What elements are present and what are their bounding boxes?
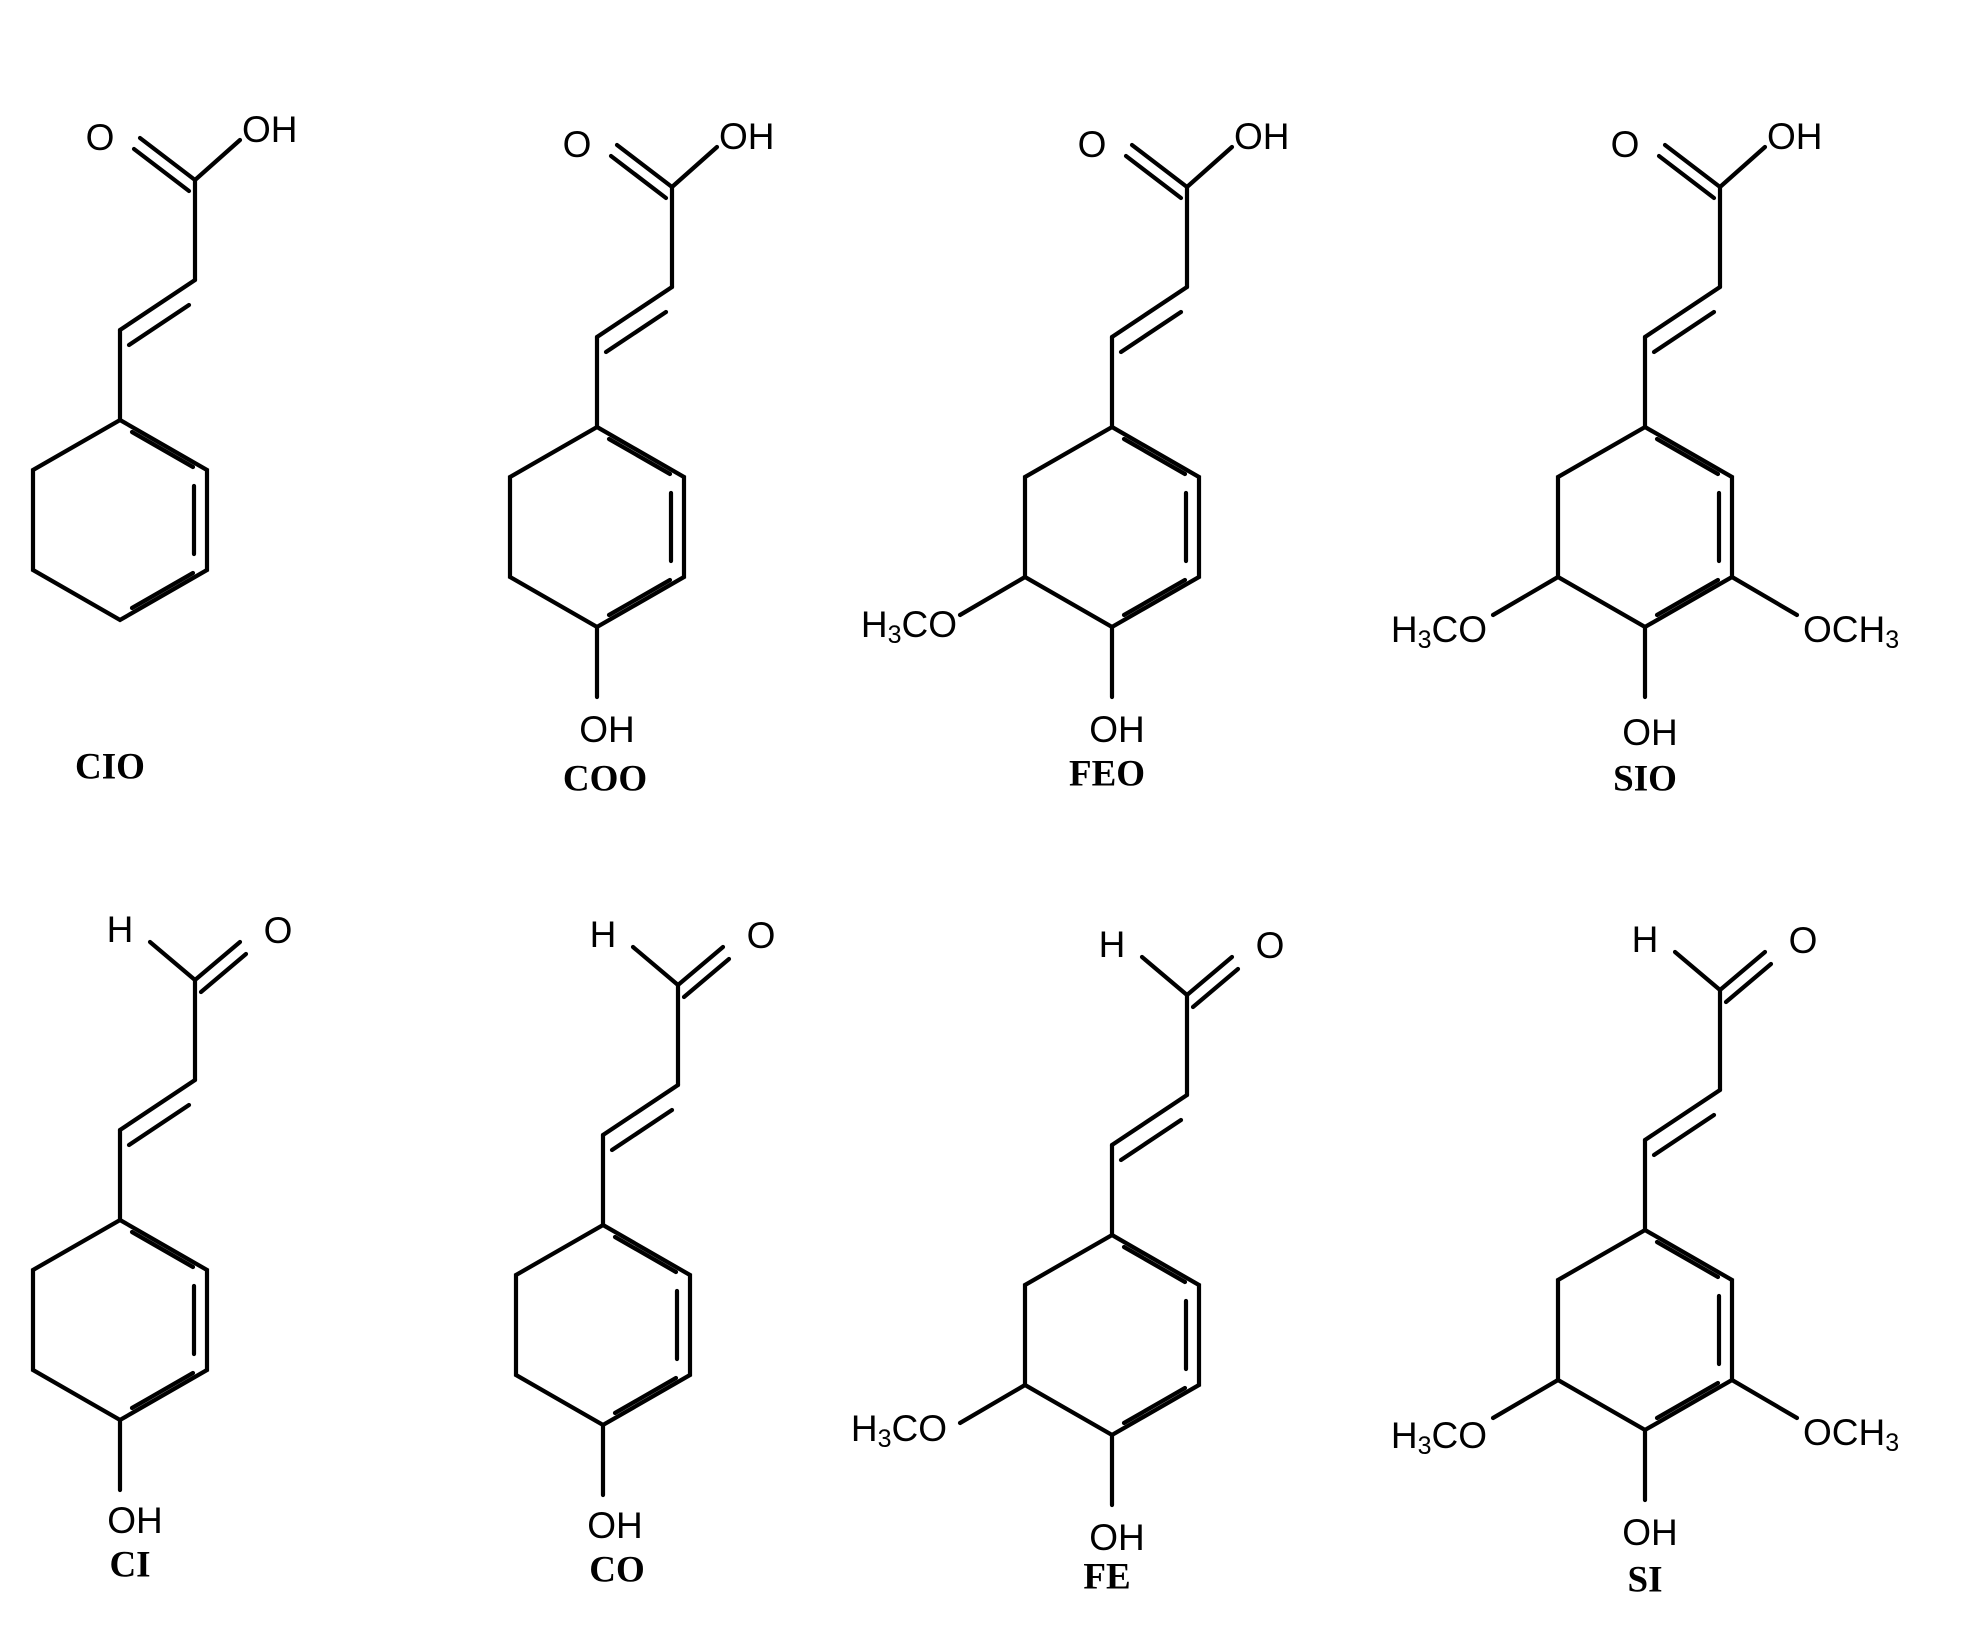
compound-name-fe: FE <box>1083 1556 1130 1597</box>
phenol-hydroxyl-label: OH <box>1622 712 1678 753</box>
methoxy-bond-left <box>960 577 1025 615</box>
methoxy-bond-left <box>1493 1380 1558 1418</box>
propenyl-chain <box>603 985 678 1225</box>
benzene-ring <box>33 420 207 620</box>
aldehyde-hydrogen-label: H <box>590 914 617 955</box>
carboxyl-group <box>1126 145 1232 198</box>
compound-si: H O OH H3CO OCH3 SI <box>1391 919 1899 1601</box>
aldehyde-hydrogen-label: H <box>107 909 134 950</box>
methoxy-label-right: OCH3 <box>1803 609 1899 654</box>
benzene-ring <box>33 1220 207 1420</box>
aldehyde-oxygen-label: O <box>264 910 293 951</box>
carbonyl-oxygen-label: O <box>1078 124 1107 165</box>
benzene-ring <box>1025 1235 1199 1435</box>
propenyl-chain <box>1645 990 1720 1230</box>
benzene-ring <box>510 427 684 627</box>
carboxyl-group <box>134 138 240 191</box>
aldehyde-oxygen-label: O <box>1789 920 1818 961</box>
compound-name-sio: SIO <box>1613 758 1677 799</box>
compound-name-ci: CI <box>109 1544 150 1585</box>
acid-hydroxyl-label: OH <box>1234 116 1290 157</box>
compound-co: H O OH CO <box>516 914 776 1590</box>
acid-hydroxyl-label: OH <box>1767 116 1823 157</box>
propenyl-chain <box>120 180 195 420</box>
methoxy-bond-left <box>960 1385 1025 1423</box>
compound-ci: H O OH CI <box>33 909 293 1585</box>
methoxy-label-right: OCH3 <box>1803 1412 1899 1457</box>
propenyl-chain <box>1645 187 1720 427</box>
methoxy-bond-right <box>1732 1380 1797 1418</box>
phenol-hydroxyl-label: OH <box>1089 709 1145 750</box>
aldehyde-hydrogen-label: H <box>1632 919 1659 960</box>
acid-hydroxyl-label: OH <box>719 116 775 157</box>
phenol-hydroxyl-label: OH <box>1089 1517 1145 1558</box>
methoxy-label-left: H3CO <box>1391 1415 1487 1460</box>
compound-feo: O OH OH H3CO FEO <box>861 116 1290 795</box>
phenol-hydroxyl-label: OH <box>579 709 635 750</box>
aldehyde-group <box>150 942 246 992</box>
methoxy-bond-right <box>1732 577 1797 615</box>
compound-name-feo: FEO <box>1069 753 1145 794</box>
compound-sio: O OH OH H3CO OCH3 SIO <box>1391 116 1899 800</box>
benzene-ring <box>1558 1230 1732 1430</box>
propenyl-chain <box>1112 995 1187 1235</box>
compound-coo: O OH OH COO <box>510 116 775 799</box>
aldehyde-group <box>1142 957 1238 1007</box>
compound-cio: O OH CIO <box>33 109 298 787</box>
benzene-ring <box>1558 427 1732 627</box>
compound-fe: H O OH H3CO FE <box>851 924 1285 1598</box>
benzene-ring <box>1025 427 1199 627</box>
methoxy-label-left: H3CO <box>851 1408 947 1453</box>
compound-name-coo: COO <box>563 758 647 799</box>
carbonyl-oxygen-label: O <box>1611 124 1640 165</box>
aldehyde-oxygen-label: O <box>1256 925 1285 966</box>
carboxyl-group <box>611 145 717 198</box>
methoxy-label-left: H3CO <box>1391 609 1487 654</box>
propenyl-chain <box>120 980 195 1220</box>
phenol-hydroxyl-label: OH <box>107 1500 163 1541</box>
aldehyde-hydrogen-label: H <box>1099 924 1126 965</box>
aldehyde-group <box>633 947 729 997</box>
phenol-hydroxyl-label: OH <box>1622 1512 1678 1553</box>
compound-name-si: SI <box>1628 1559 1663 1600</box>
methoxy-bond-left <box>1493 577 1558 615</box>
carbonyl-oxygen-label: O <box>86 117 115 158</box>
compound-name-cio: CIO <box>75 746 145 787</box>
acid-hydroxyl-label: OH <box>242 109 298 150</box>
compound-name-co: CO <box>589 1549 645 1590</box>
aldehyde-oxygen-label: O <box>747 915 776 956</box>
phenol-hydroxyl-label: OH <box>587 1505 643 1546</box>
carboxyl-group <box>1659 145 1765 198</box>
propenyl-chain <box>1112 187 1187 427</box>
carbonyl-oxygen-label: O <box>563 124 592 165</box>
benzene-ring <box>516 1225 690 1425</box>
methoxy-label-left: H3CO <box>861 604 957 649</box>
aldehyde-group <box>1675 952 1771 1002</box>
propenyl-chain <box>597 187 672 427</box>
